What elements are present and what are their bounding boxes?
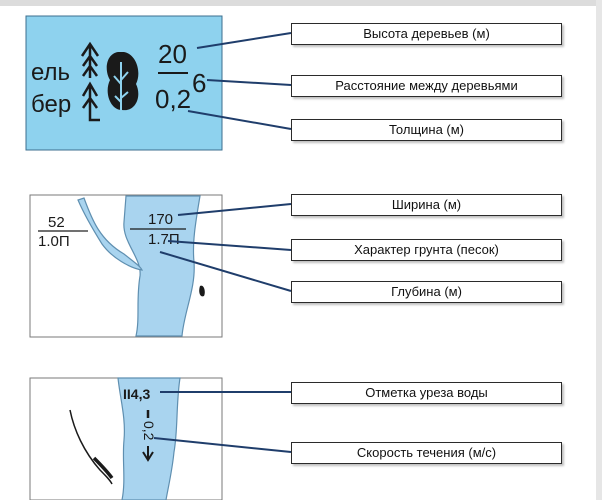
flow-speed-value: 0,2 bbox=[141, 421, 157, 441]
bank-line bbox=[69, 409, 113, 485]
label-river-depth: Глубина (м) bbox=[291, 281, 562, 303]
stream-depth-value: 1.0П bbox=[38, 233, 70, 250]
current-arrow-head-icon bbox=[142, 446, 154, 462]
bank-marker bbox=[92, 456, 114, 480]
stream-width-value: 52 bbox=[48, 214, 65, 231]
river-shape bbox=[123, 195, 201, 337]
tree-thickness-value: 0,2 bbox=[155, 84, 191, 114]
deciduous-tree-icon bbox=[106, 52, 139, 122]
label-river-width: Ширина (м) bbox=[291, 194, 562, 216]
panel3-connectors bbox=[153, 391, 292, 453]
frame-top-edge bbox=[0, 0, 602, 6]
panel1-connectors bbox=[187, 32, 292, 130]
label-tree-spacing: Расстояние между деревьями bbox=[291, 75, 562, 97]
river-depth-value: 1.7П bbox=[148, 231, 180, 248]
river-width-value: 170 bbox=[148, 211, 173, 228]
spruce-abbrev: ель bbox=[31, 59, 70, 86]
label-water-level: Отметка уреза воды bbox=[291, 382, 562, 404]
tree-height-value: 20 bbox=[158, 39, 187, 69]
water-level-value: II4,3 bbox=[123, 386, 150, 402]
label-tree-height: Высота деревьев (м) bbox=[291, 23, 562, 45]
label-flow-speed: Скорость течения (м/с) bbox=[291, 442, 562, 464]
label-tree-thickness: Толщина (м) bbox=[291, 119, 562, 141]
tree-spacing-value: 6 bbox=[192, 68, 206, 98]
stream-shape bbox=[77, 197, 144, 271]
birch-abbrev: бер bbox=[31, 91, 71, 118]
conifer-tree-icon bbox=[80, 41, 100, 122]
frame-right-edge bbox=[596, 0, 602, 500]
label-soil-type: Характер грунта (песок) bbox=[291, 239, 562, 261]
river-marker bbox=[199, 285, 205, 297]
panel2-connectors bbox=[159, 203, 292, 292]
